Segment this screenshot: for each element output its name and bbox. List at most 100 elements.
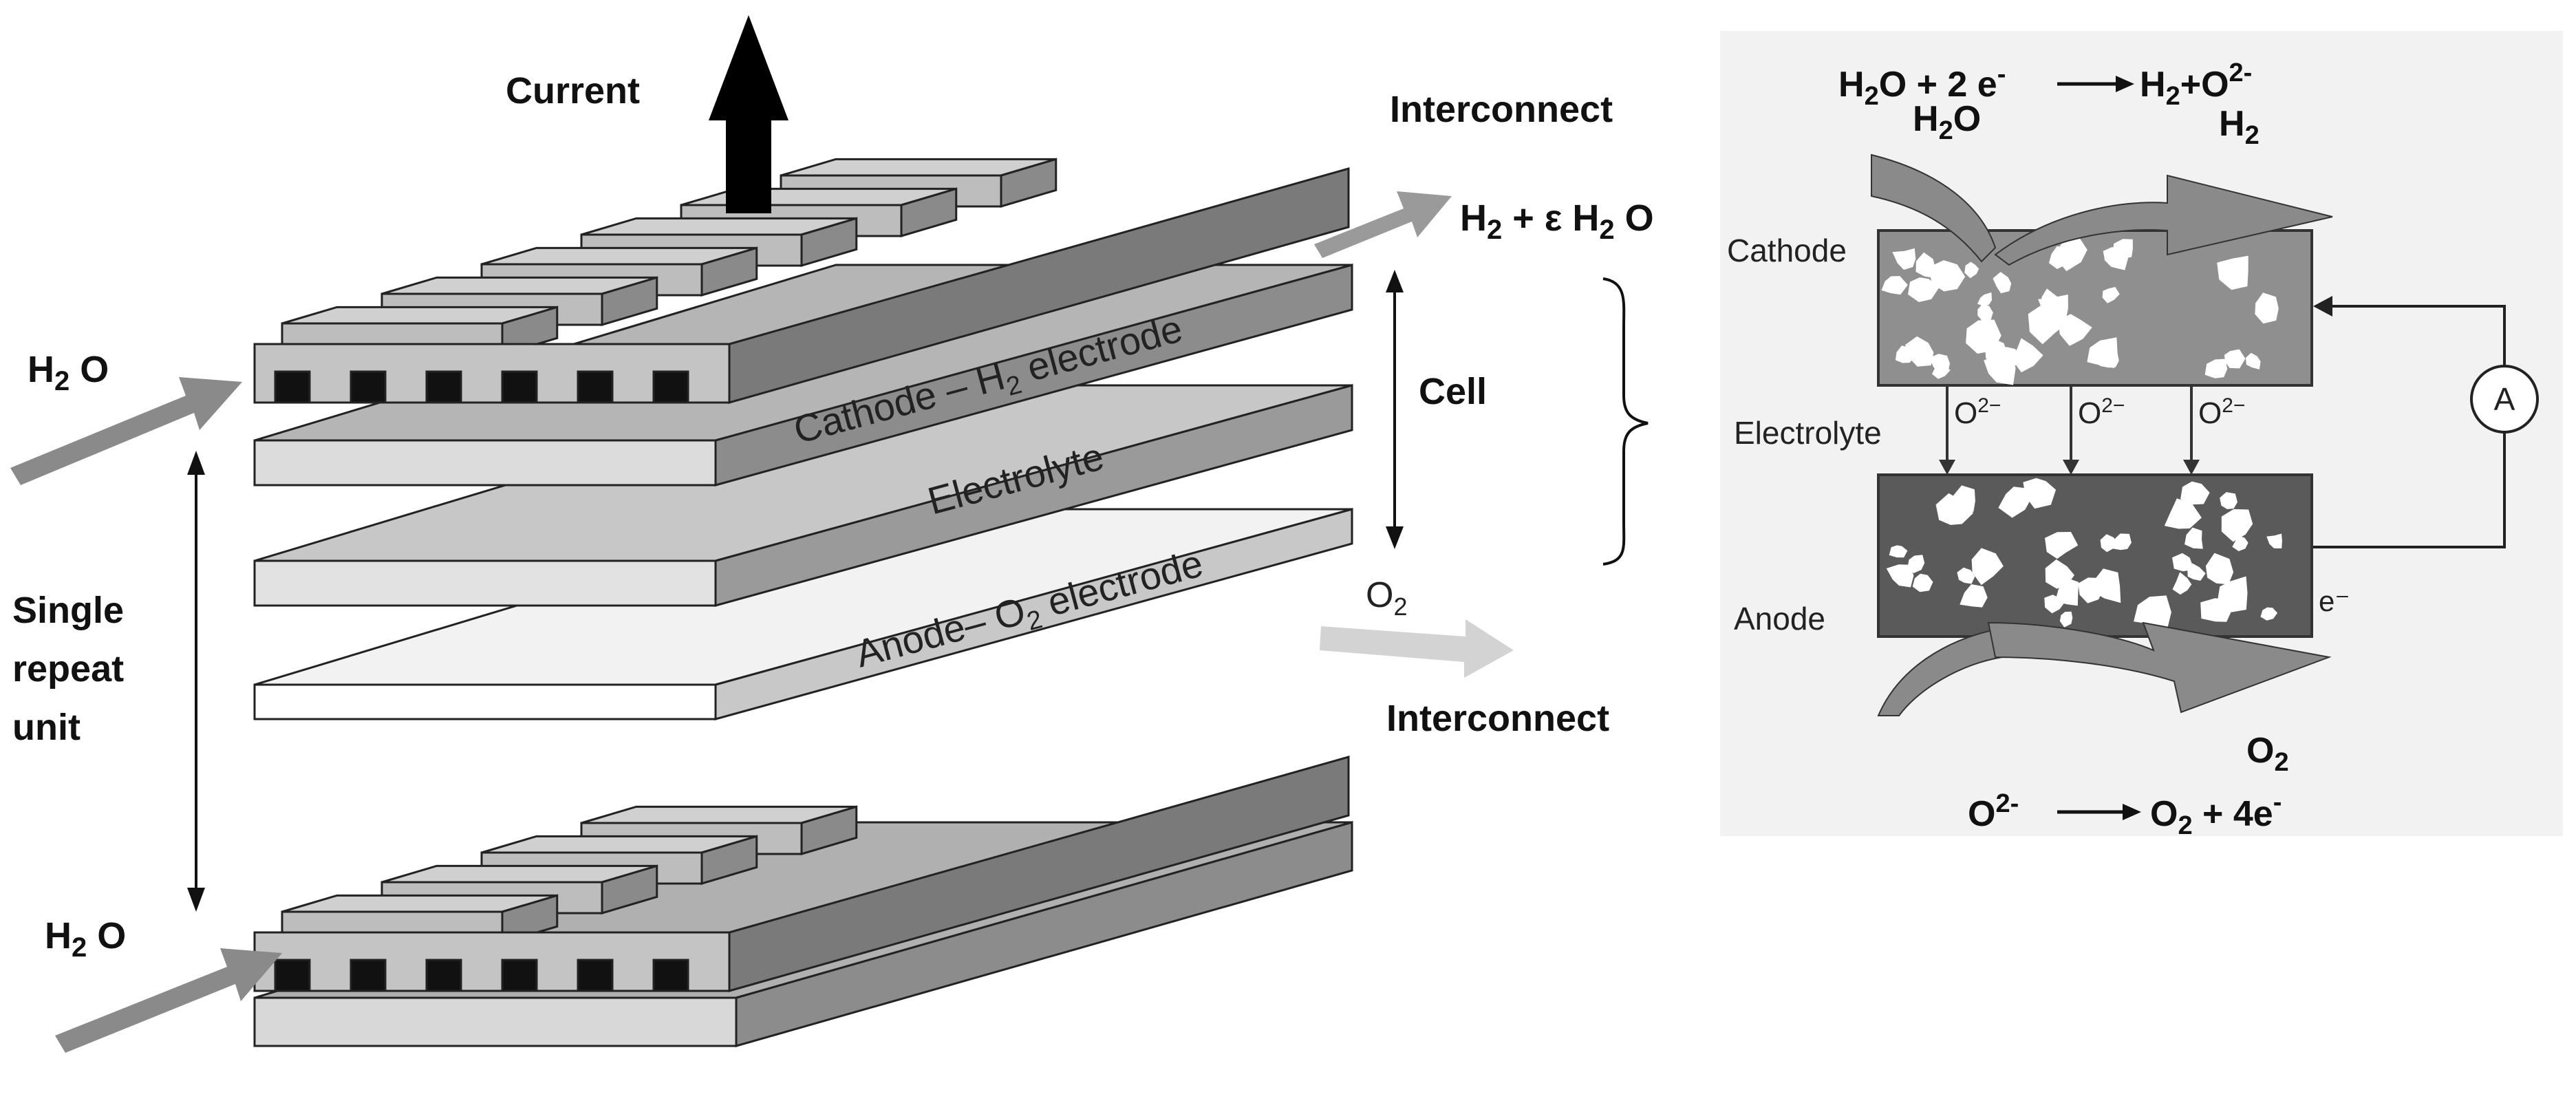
pore xyxy=(2220,492,2237,509)
pore xyxy=(2224,349,2246,369)
ion-arrows xyxy=(1939,387,2200,475)
pore xyxy=(2232,535,2248,551)
pore xyxy=(1953,485,1975,517)
pore xyxy=(2055,577,2079,606)
panel-electrolyte-label: Electrolyte xyxy=(1734,415,1882,451)
pore xyxy=(2087,337,2118,368)
interconnect-rib-side xyxy=(700,835,758,886)
h2o-inlet-top-arrow xyxy=(10,377,242,485)
anode-pores xyxy=(1886,478,2282,630)
ion-label-3: O2− xyxy=(2198,394,2245,430)
current-arrow xyxy=(709,15,788,213)
h2o-inlet-bottom-arrow xyxy=(55,948,282,1053)
anode-reaction: O2-O2 + 4e- xyxy=(1968,788,2282,840)
o2-outlet-arrow xyxy=(1320,619,1514,678)
ammeter-icon xyxy=(2470,365,2539,434)
interconnect-channel xyxy=(350,959,387,992)
interconnect-side-face xyxy=(728,167,1350,404)
interconnect-channel xyxy=(652,959,689,992)
interconnect-top-label: Interconnect xyxy=(1390,89,1613,130)
interconnect-channel xyxy=(652,370,689,404)
pore xyxy=(2164,498,2202,529)
interconnect-channel xyxy=(577,370,614,404)
pore xyxy=(2172,553,2192,572)
pore xyxy=(1957,567,1975,584)
bottom-interconnect-ribs xyxy=(253,756,1350,992)
pore xyxy=(2006,487,2029,511)
interconnect-channel xyxy=(577,959,614,992)
interconnect-channel xyxy=(274,959,311,992)
interconnect-bottom-label: Interconnect xyxy=(1386,698,1609,739)
interconnect-channel xyxy=(274,370,311,404)
pore xyxy=(2134,595,2171,630)
pore xyxy=(1971,548,2004,586)
cathode-reaction: H2O + 2 e- H2+O2- xyxy=(1838,58,2252,111)
pore xyxy=(1977,292,1992,306)
electrolyte-layer xyxy=(253,384,1353,607)
product-label: H2 + ε H2 O xyxy=(1460,197,1654,245)
pore xyxy=(1907,555,1925,573)
interconnect-channel xyxy=(350,370,387,404)
pore xyxy=(1931,363,1951,379)
pore xyxy=(2200,598,2232,622)
product-outlet-arrow xyxy=(1314,191,1452,258)
interconnect-rib-side xyxy=(700,246,758,297)
cathode-inlet-label: H2O xyxy=(1913,99,1981,145)
pore xyxy=(2260,607,2278,621)
pore xyxy=(2255,292,2279,324)
pore xyxy=(2028,303,2068,345)
pore xyxy=(2100,534,2116,553)
pore xyxy=(1892,248,1916,270)
panel-background xyxy=(1720,31,2563,836)
h2o-inlet-top-label: H2 O xyxy=(28,349,109,396)
interconnect-channel xyxy=(425,959,462,992)
pore xyxy=(2094,568,2121,603)
anode-outlet-flow xyxy=(1987,621,2332,714)
external-circuit xyxy=(2313,296,2539,548)
pore xyxy=(1964,261,1979,279)
pore xyxy=(2217,255,2248,290)
anode-outlet-label: O2 xyxy=(2246,731,2289,777)
pore xyxy=(2045,559,2074,589)
panel-cathode-label: Cathode xyxy=(1727,233,1847,268)
cathode-pores xyxy=(1881,238,2279,385)
pore xyxy=(1928,260,1966,292)
electron-label: e⁻ xyxy=(2319,585,2350,617)
pore xyxy=(2204,359,2228,378)
pore xyxy=(2221,509,2253,542)
current-label: Current xyxy=(506,70,640,111)
interconnect-channel xyxy=(501,959,538,992)
pore xyxy=(2044,595,2065,614)
pore xyxy=(2205,553,2234,585)
pore xyxy=(1908,277,1940,302)
pore xyxy=(2245,352,2261,370)
pore xyxy=(2023,478,2057,509)
pore xyxy=(2110,533,2132,550)
pore xyxy=(2102,287,2120,303)
cathode-inlet-flow xyxy=(1871,153,1997,263)
pore xyxy=(2103,247,2129,270)
cathode-outlet-flow xyxy=(1994,174,2333,266)
cell-brace xyxy=(1602,277,1649,566)
repeat-unit-label: Single repeat unit xyxy=(12,590,134,748)
pore xyxy=(1960,584,1988,608)
pore xyxy=(1985,338,2008,365)
cell-label: Cell xyxy=(1419,371,1487,412)
interconnect-rib-side xyxy=(800,805,858,856)
pore xyxy=(1886,564,1914,588)
pore xyxy=(2187,563,2206,581)
interconnect-channel xyxy=(501,370,538,404)
panel-anode-label: Anode xyxy=(1734,601,1825,637)
h2o-inlet-bottom-label: H2 O xyxy=(45,915,126,963)
interconnect-rib-side xyxy=(1000,158,1058,209)
anode-layer xyxy=(253,508,1353,720)
interconnect-rib-side xyxy=(601,864,658,915)
pore xyxy=(1912,573,1933,592)
pore xyxy=(1935,493,1974,525)
pore xyxy=(2266,533,2282,548)
pore xyxy=(1881,276,1908,295)
cell-stack: Cathode – H2 electrode Electrolyte Anode… xyxy=(10,15,1654,1053)
o2-outlet-label: O2 xyxy=(1366,575,1407,621)
top-interconnect-ribs xyxy=(253,158,1350,404)
